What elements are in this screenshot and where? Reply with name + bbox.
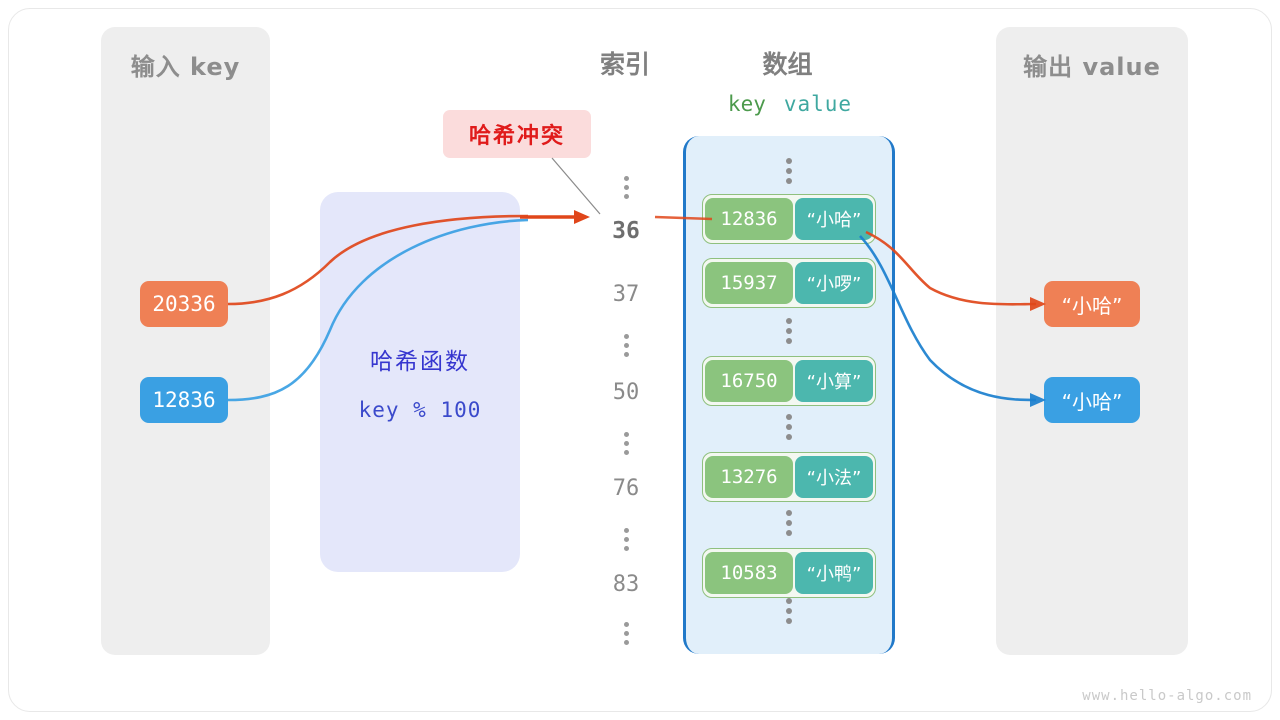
input-key-pill-0: 20336 <box>140 281 228 327</box>
bucket-key: 10583 <box>705 552 793 594</box>
hash-function-formula: key % 100 <box>358 398 482 422</box>
index-label-37: 37 <box>612 282 640 307</box>
array-ellipsis <box>686 154 892 188</box>
hash-function-box: 哈希函数 key % 100 <box>320 192 520 572</box>
index-label-83: 83 <box>612 572 640 597</box>
index-ellipsis <box>588 618 664 649</box>
array-ellipsis <box>686 506 892 540</box>
bucket-value: “小鸭” <box>795 552 873 594</box>
output-value-pill-0: “小哈” <box>1044 281 1140 327</box>
bucket-value: “小哈” <box>795 198 873 240</box>
array-column-heading: 数组 <box>762 50 813 79</box>
hash-function-title: 哈希函数 <box>370 349 470 375</box>
index-ellipsis <box>588 524 664 555</box>
output-panel: 输出 value <box>996 27 1188 655</box>
input-key-pill-1: 12836 <box>140 377 228 423</box>
array-ellipsis <box>686 594 892 628</box>
bucket-key: 13276 <box>705 456 793 498</box>
index-label-76: 76 <box>612 476 640 501</box>
hash-collision-label: 哈希冲突 <box>443 110 591 158</box>
bucket-key: 16750 <box>705 360 793 402</box>
index-label-36: 36 <box>612 218 640 244</box>
index-ellipsis <box>588 172 664 203</box>
array-ellipsis <box>686 314 892 348</box>
index-label-50: 50 <box>612 380 640 405</box>
bucket-value: “小法” <box>795 456 873 498</box>
index-column-heading: 索引 <box>599 50 650 79</box>
array-bucket: 15937“小啰” <box>702 258 876 308</box>
output-panel-title: 输出 value <box>1023 53 1161 81</box>
bucket-key: 15937 <box>705 262 793 304</box>
array-bucket: 16750“小算” <box>702 356 876 406</box>
output-value-pill-1: “小哈” <box>1044 377 1140 423</box>
bucket-key: 12836 <box>705 198 793 240</box>
index-ellipsis <box>588 330 664 361</box>
array-bucket: 13276“小法” <box>702 452 876 502</box>
bucket-value: “小啰” <box>795 262 873 304</box>
index-column: 36 37 50 76 83 <box>588 140 664 652</box>
array-ellipsis <box>686 410 892 444</box>
key-header-label: key <box>727 92 766 116</box>
index-ellipsis <box>588 428 664 459</box>
array-bucket: 10583“小鸭” <box>702 548 876 598</box>
bucket-value: “小算” <box>795 360 873 402</box>
input-panel-title: 输入 key <box>130 53 241 81</box>
array-bucket: 12836“小哈” <box>702 194 876 244</box>
array-container: 12836“小哈”15937“小啰”16750“小算”13276“小法”1058… <box>683 136 895 654</box>
value-header-label: value <box>783 92 853 116</box>
input-panel: 输入 key <box>101 27 270 655</box>
key-value-header: key value <box>685 92 895 116</box>
watermark: www.hello-algo.com <box>1082 688 1252 704</box>
